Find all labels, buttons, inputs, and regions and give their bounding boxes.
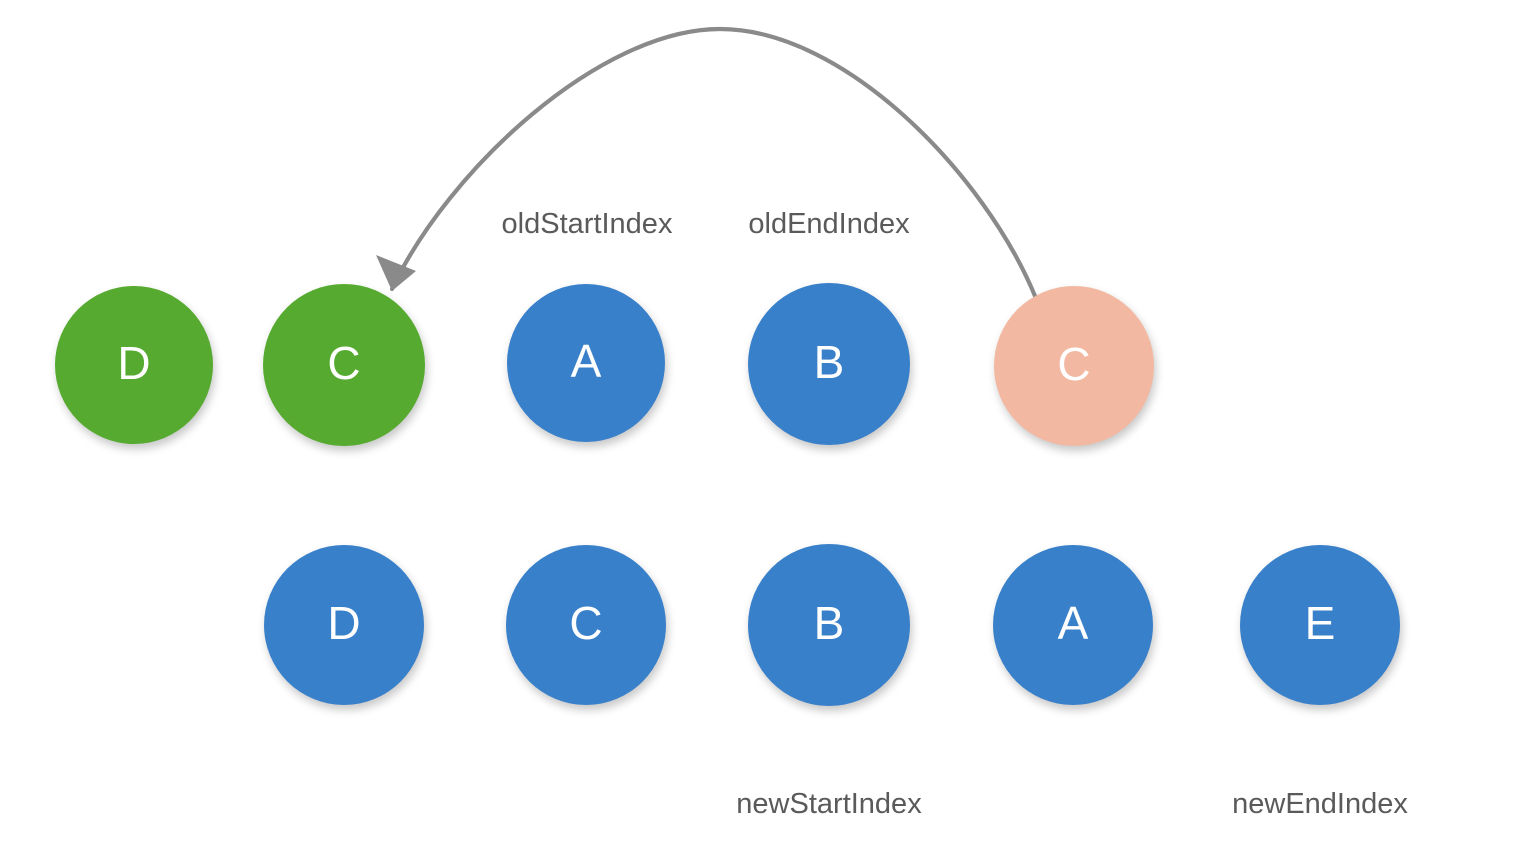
- new-node-1-label: C: [569, 597, 603, 649]
- new-node-2[interactable]: B: [748, 544, 910, 706]
- old-node-1-label: C: [327, 337, 361, 389]
- new-start-index-label: newStartIndex: [736, 788, 922, 820]
- old-node-3-label: B: [813, 336, 845, 388]
- new-node-0-label: D: [327, 597, 361, 649]
- new-node-3[interactable]: A: [993, 545, 1153, 705]
- new-node-4[interactable]: E: [1240, 545, 1400, 705]
- old-node-2[interactable]: A: [507, 284, 665, 442]
- old-node-4-label: C: [1057, 338, 1091, 390]
- old-node-0-label: D: [117, 337, 151, 389]
- new-node-4-label: E: [1304, 597, 1336, 649]
- old-start-index-label: oldStartIndex: [501, 208, 673, 240]
- new-node-0[interactable]: D: [264, 545, 424, 705]
- old-node-0[interactable]: D: [55, 286, 213, 444]
- new-end-index-label: newEndIndex: [1232, 788, 1408, 820]
- old-node-4[interactable]: C: [994, 286, 1154, 446]
- old-end-index-label: oldEndIndex: [748, 208, 910, 240]
- new-node-3-label: A: [1057, 597, 1089, 649]
- old-node-3[interactable]: B: [748, 283, 910, 445]
- new-node-2-label: B: [813, 597, 845, 649]
- move-c-arrow-path: [389, 26, 1038, 299]
- new-node-1[interactable]: C: [506, 545, 666, 705]
- move-c-arrow-head: [376, 255, 416, 291]
- old-node-1[interactable]: C: [263, 284, 425, 446]
- old-node-2-label: A: [570, 335, 602, 387]
